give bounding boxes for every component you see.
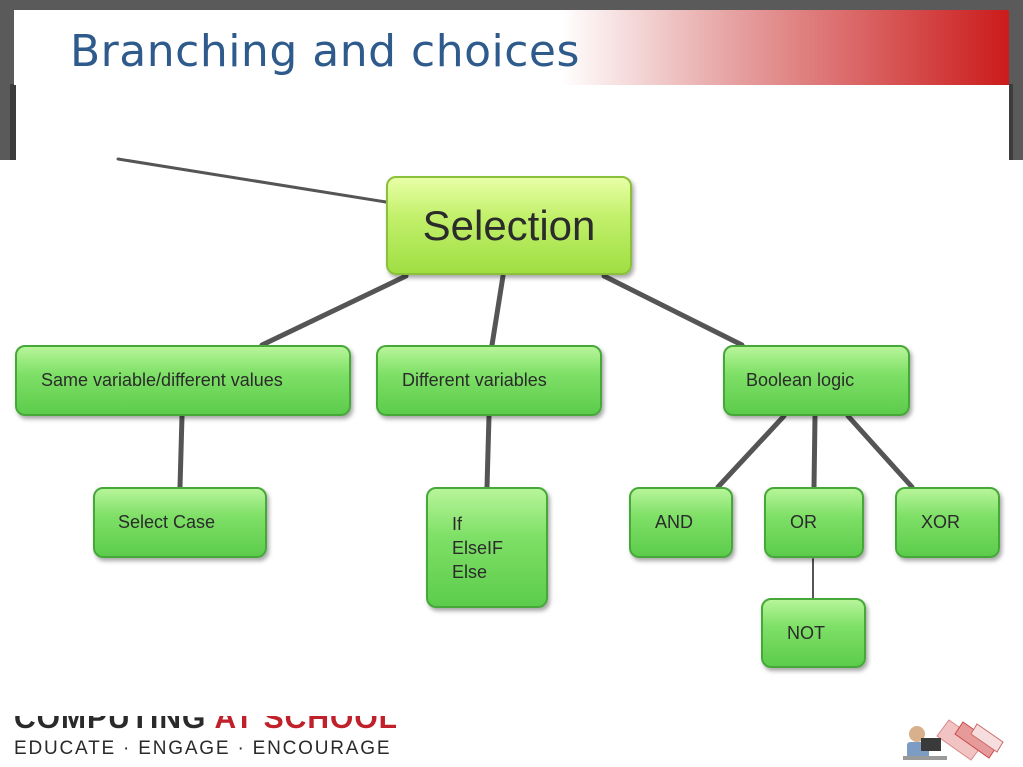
connector-selection-boolean [601, 273, 745, 348]
footer-logo-part2: AT SCHOOL [215, 716, 398, 730]
node-if-line: If [452, 513, 463, 534]
node-or: OR [764, 487, 864, 558]
node-select-case-label: Select Case [118, 512, 216, 532]
node-select-case: Select Case [93, 487, 267, 558]
node-boolean-logic: Boolean logic [723, 345, 910, 416]
connector-selection-same-var [259, 273, 409, 348]
content-area [16, 85, 1009, 160]
node-same-variable-label: Same variable/different values [41, 370, 283, 390]
node-different-variables: Different variables [376, 345, 602, 416]
connector-boolean-and [715, 413, 787, 490]
node-not-label: NOT [787, 622, 825, 643]
node-same-variable: Same variable/different values [15, 345, 351, 416]
connector-selection-diff-vars [489, 273, 506, 348]
node-else-line: Else [452, 561, 488, 582]
connector-same-var-select-case [177, 413, 185, 490]
slide-frame-top [0, 0, 1023, 10]
node-selection-label: Selection [422, 201, 596, 249]
connector-boolean-or [811, 413, 818, 490]
connector-boolean-xor [845, 413, 915, 490]
node-and: AND [629, 487, 733, 558]
footer-logo: COMPUTING AT SCHOOL [14, 716, 398, 730]
node-selection: Selection [386, 176, 632, 275]
footer-tagline: EDUCATE · ENGAGE · ENCOURAGE [14, 738, 392, 759]
node-elseif-line: ElseIF [452, 537, 504, 558]
node-if-elseif-else: If ElseIF Else [426, 487, 548, 608]
node-xor-label: XOR [921, 512, 961, 532]
node-boolean-logic-label: Boolean logic [746, 370, 855, 390]
slide-title: Branching and choices [70, 26, 580, 77]
node-different-variables-label: Different variables [402, 370, 547, 390]
corner-illustration-icon [897, 716, 1007, 764]
node-xor: XOR [895, 487, 1000, 558]
node-and-label: AND [655, 512, 694, 532]
slide-frame-right-inner [1007, 84, 1013, 160]
title-band [14, 10, 1009, 85]
node-not: NOT [761, 598, 866, 668]
footer-logo-part1: COMPUTING [14, 716, 215, 730]
slide-frame-left-inner [10, 84, 16, 160]
node-or-label: OR [790, 512, 817, 532]
connector-diff-vars-if [484, 413, 492, 490]
connector-offscreen-to-selection [116, 157, 388, 204]
